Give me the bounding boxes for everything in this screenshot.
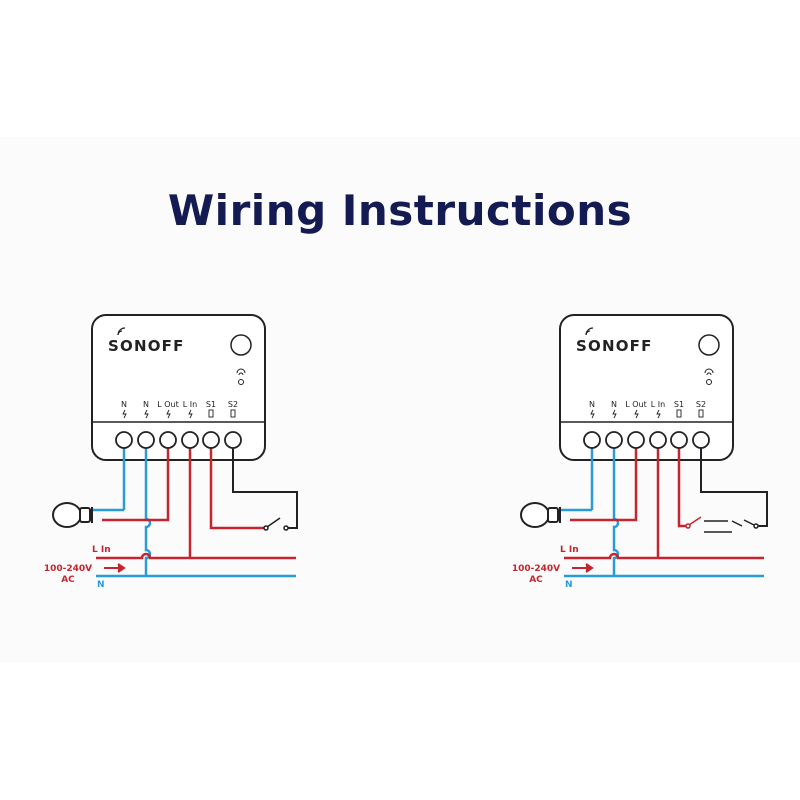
terminal-label-lin: L In bbox=[651, 400, 665, 409]
terminal-screw-n1 bbox=[115, 431, 133, 449]
ac-label: AC bbox=[529, 575, 543, 585]
terminal-label-s2: S2 bbox=[228, 400, 238, 409]
terminal-symbols bbox=[122, 409, 236, 419]
brand-logo: SONOFF bbox=[108, 337, 185, 355]
terminal-label-lout: L Out bbox=[625, 400, 647, 409]
supply-arrow bbox=[572, 563, 594, 573]
live-label: L In bbox=[92, 545, 111, 555]
voltage-label: 100-240V bbox=[44, 564, 92, 574]
wiring-diagram-single-switch: SONOFF N N L Out L In S1 S2 bbox=[44, 314, 298, 590]
terminal-screw-s1 bbox=[202, 431, 220, 449]
terminal-label-n2: N bbox=[611, 400, 617, 409]
terminal-screws bbox=[115, 431, 242, 449]
switch-wire bbox=[700, 440, 768, 527]
terminal-label-lin: L In bbox=[183, 400, 197, 409]
switch-wire bbox=[232, 440, 298, 529]
terminal-label-n2: N bbox=[143, 400, 149, 409]
terminal-label-s2: S2 bbox=[696, 400, 706, 409]
device-body bbox=[559, 314, 734, 461]
page-title: Wiring Instructions bbox=[167, 186, 633, 235]
terminal-screw-lout bbox=[627, 431, 645, 449]
reset-button-icon bbox=[698, 334, 720, 356]
terminal-screw-s2 bbox=[692, 431, 710, 449]
wifi-icon bbox=[585, 327, 594, 336]
lamp-icon bbox=[52, 502, 93, 528]
terminal-screws bbox=[583, 431, 710, 449]
terminal-label-lout: L Out bbox=[157, 400, 179, 409]
neutral-label: N bbox=[565, 580, 573, 590]
live-label: L In bbox=[560, 545, 579, 555]
neutral-label: N bbox=[97, 580, 105, 590]
terminal-screw-lin bbox=[649, 431, 667, 449]
terminal-screw-n2 bbox=[605, 431, 623, 449]
single-switch-icon bbox=[263, 517, 289, 531]
lamp-icon bbox=[520, 502, 561, 528]
supply-arrow bbox=[104, 563, 126, 573]
led-icon bbox=[236, 368, 246, 385]
reset-button-icon bbox=[230, 334, 252, 356]
voltage-label: 100-240V bbox=[512, 564, 560, 574]
device-body bbox=[91, 314, 266, 461]
terminal-symbols bbox=[590, 409, 704, 419]
terminal-label-s1: S1 bbox=[206, 400, 216, 409]
terminal-label-s1: S1 bbox=[674, 400, 684, 409]
terminal-screw-s2 bbox=[224, 431, 242, 449]
terminal-screw-n2 bbox=[137, 431, 155, 449]
live-wires bbox=[564, 440, 764, 560]
live-wires bbox=[96, 440, 296, 560]
wiring-diagram-two-way-switch: SONOFF N N L Out L In S1 S2 bbox=[512, 314, 768, 590]
terminal-screw-lin bbox=[181, 431, 199, 449]
terminal-screw-n1 bbox=[583, 431, 601, 449]
wifi-icon bbox=[117, 327, 126, 336]
brand-logo: SONOFF bbox=[576, 337, 653, 355]
terminal-label-n1: N bbox=[121, 400, 127, 409]
two-way-switch-icon bbox=[685, 516, 759, 533]
terminal-screw-s1 bbox=[670, 431, 688, 449]
terminal-screw-lout bbox=[159, 431, 177, 449]
led-icon bbox=[704, 368, 714, 385]
ac-label: AC bbox=[61, 575, 75, 585]
terminal-label-n1: N bbox=[589, 400, 595, 409]
